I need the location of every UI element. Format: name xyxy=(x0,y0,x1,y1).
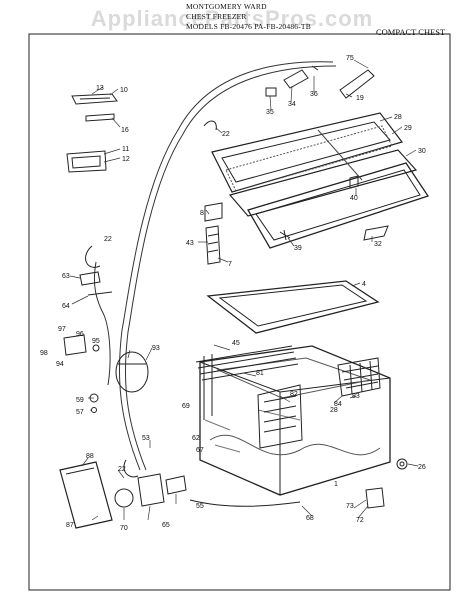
control-parts xyxy=(265,65,375,99)
part-label-28-cabinet: 28 xyxy=(330,407,338,414)
storage-basket xyxy=(337,357,381,397)
part-label-82: 82 xyxy=(290,391,298,398)
part-label-26: 26 xyxy=(418,464,426,471)
part-label-64: 64 xyxy=(62,303,70,310)
fan-bracket xyxy=(114,473,187,508)
compressor xyxy=(115,351,149,393)
handle-trim-group xyxy=(71,93,118,122)
leader-lines xyxy=(69,59,419,521)
part-label-39: 39 xyxy=(294,245,302,252)
part-label-19: 19 xyxy=(356,95,364,102)
part-label-4: 4 xyxy=(362,281,366,288)
part-label-70: 70 xyxy=(120,525,128,532)
part-number-labels: 13 10 16 11 12 75 19 35 34 36 22 28 29 3… xyxy=(40,55,426,532)
part-label-67: 67 xyxy=(196,447,204,454)
part-label-35: 35 xyxy=(266,109,274,116)
part-label-97: 97 xyxy=(58,326,66,333)
wire-loops xyxy=(85,120,217,478)
part-label-57: 57 xyxy=(76,409,84,416)
part-label-34: 34 xyxy=(288,101,296,108)
part-label-73: 73 xyxy=(346,503,354,510)
relay-overload xyxy=(63,334,100,356)
part-label-45: 45 xyxy=(232,340,240,347)
part-label-28: 28 xyxy=(394,114,402,121)
part-label-55: 55 xyxy=(196,503,204,510)
part-label-68: 68 xyxy=(306,515,314,522)
part-label-7: 7 xyxy=(228,261,232,268)
header-product: CHEST FREEZER xyxy=(186,12,247,21)
part-label-30: 30 xyxy=(418,148,426,155)
part-label-40: 40 xyxy=(350,195,358,202)
hinge-assembly xyxy=(204,202,223,265)
part-label-65: 65 xyxy=(162,522,170,529)
diagram-frame xyxy=(28,33,451,591)
latch-group xyxy=(66,150,107,173)
part-label-13: 13 xyxy=(96,85,104,92)
part-label-53: 53 xyxy=(142,435,150,442)
part-label-29: 29 xyxy=(404,125,412,132)
small-hardware xyxy=(279,175,389,241)
part-label-87: 87 xyxy=(66,522,74,529)
evaporator-panel xyxy=(257,384,303,449)
header-models: MODELS FB-20476 PA-FB-20486-TB xyxy=(186,22,311,31)
part-label-59: 59 xyxy=(76,397,84,404)
part-label-22-left: 22 xyxy=(104,236,112,243)
part-label-1: 1 xyxy=(334,481,338,488)
part-label-62: 62 xyxy=(192,435,200,442)
drain-plug xyxy=(396,458,408,470)
condenser-coil xyxy=(195,345,299,420)
part-label-84: 84 xyxy=(334,401,342,408)
part-label-94: 94 xyxy=(56,361,64,368)
part-label-8: 8 xyxy=(200,210,204,217)
part-label-69: 69 xyxy=(182,403,190,410)
part-label-88: 88 xyxy=(86,453,94,460)
part-label-63: 63 xyxy=(62,273,70,280)
lid-assembly xyxy=(211,112,430,249)
part-label-72: 72 xyxy=(356,517,364,524)
diagram-title: COMPACT CHEST xyxy=(376,27,446,37)
refrigerant-tubing xyxy=(93,61,337,471)
part-label-32: 32 xyxy=(374,241,382,248)
part-label-75: 75 xyxy=(346,55,354,62)
part-label-98: 98 xyxy=(40,350,48,357)
part-label-22-top: 22 xyxy=(222,131,230,138)
part-label-83: 83 xyxy=(352,393,360,400)
part-label-43: 43 xyxy=(186,240,194,247)
power-cord-parts xyxy=(79,271,113,296)
part-label-22-bottom: 22 xyxy=(118,466,126,473)
lid-gasket xyxy=(206,280,380,334)
part-label-95: 95 xyxy=(92,338,100,345)
part-label-96: 96 xyxy=(76,331,84,338)
lower-wiring-parts xyxy=(189,487,385,509)
part-label-36: 36 xyxy=(310,91,318,98)
header-brand: MONTGOMERY WARD xyxy=(186,2,267,11)
part-label-10: 10 xyxy=(120,87,128,94)
part-label-12: 12 xyxy=(122,156,130,163)
part-label-11: 11 xyxy=(122,146,129,153)
part-label-93: 93 xyxy=(152,345,160,352)
access-panel xyxy=(59,461,113,529)
part-label-81: 81 xyxy=(256,370,264,377)
part-label-16: 16 xyxy=(121,127,129,134)
